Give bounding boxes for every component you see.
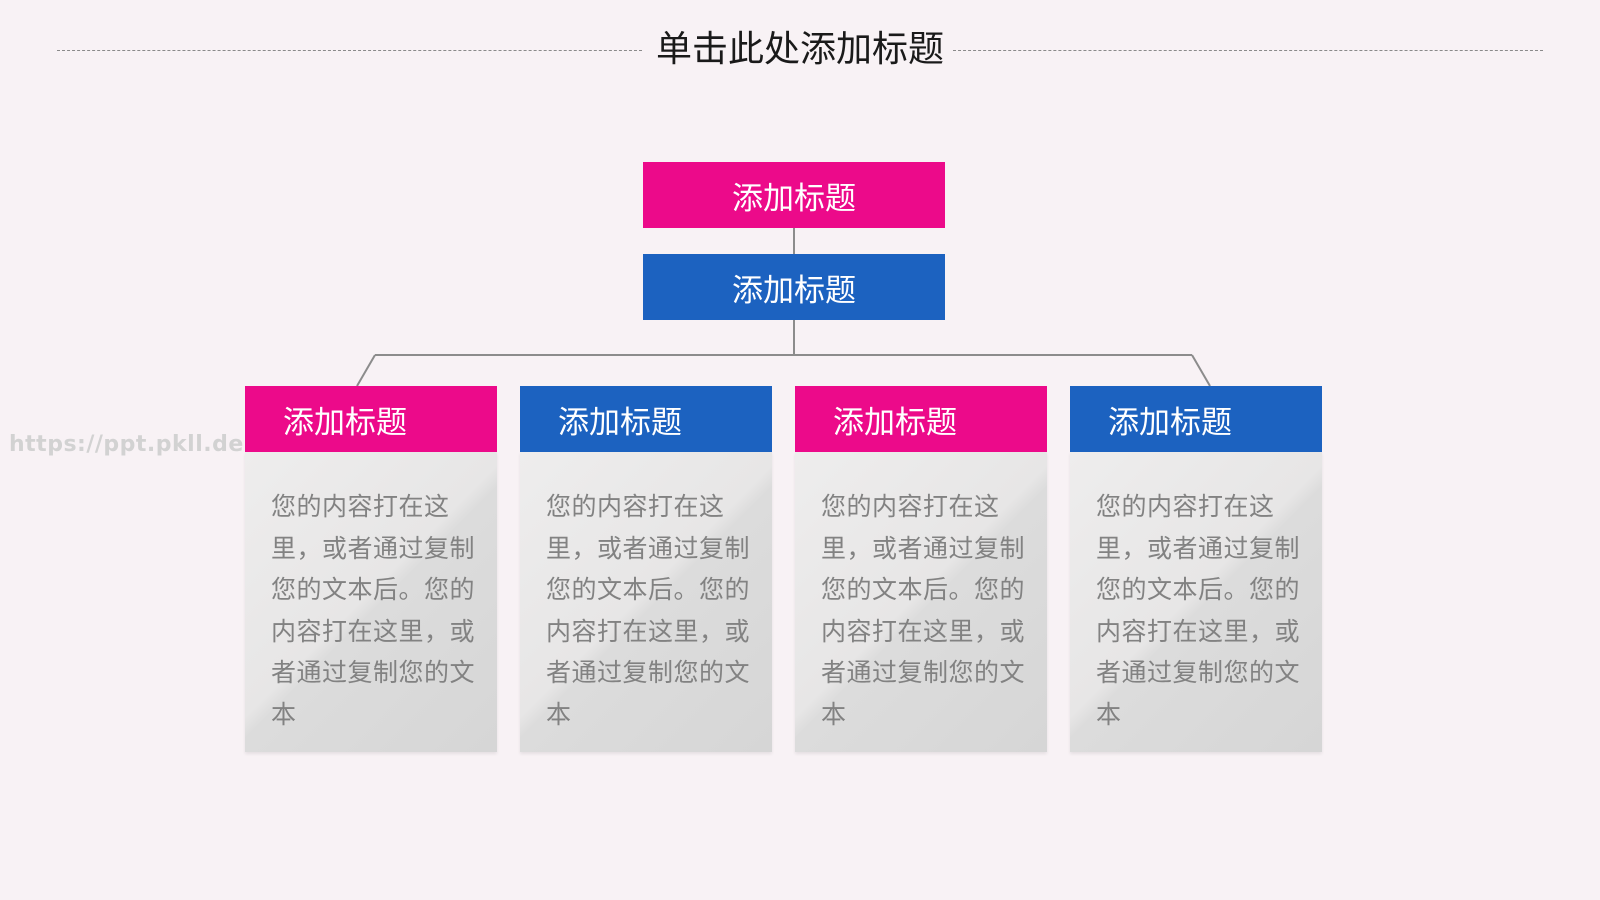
card-4-body[interactable]: 您的内容打在这里，或者通过复制您的文本后。您的内容打在这里，或者通过复制您的文本 [1070,452,1322,752]
card-4-title[interactable]: 添加标题 [1070,386,1322,452]
connector-branch-1 [356,354,376,387]
watermark: https://ppt.pkll.de [9,432,244,457]
connector-branch-4 [1191,354,1211,387]
card-4: 添加标题 您的内容打在这里，或者通过复制您的文本后。您的内容打在这里，或者通过复… [1070,386,1322,752]
card-3-title[interactable]: 添加标题 [795,386,1047,452]
card-3-body[interactable]: 您的内容打在这里，或者通过复制您的文本后。您的内容打在这里，或者通过复制您的文本 [795,452,1047,752]
mid-node[interactable]: 添加标题 [643,254,945,320]
title-divider-left [57,50,642,51]
card-2-title[interactable]: 添加标题 [520,386,772,452]
card-2: 添加标题 您的内容打在这里，或者通过复制您的文本后。您的内容打在这里，或者通过复… [520,386,772,752]
card-1-body[interactable]: 您的内容打在这里，或者通过复制您的文本后。您的内容打在这里，或者通过复制您的文本 [245,452,497,752]
top-node[interactable]: 添加标题 [643,162,945,228]
card-1-title[interactable]: 添加标题 [245,386,497,452]
card-1: 添加标题 您的内容打在这里，或者通过复制您的文本后。您的内容打在这里，或者通过复… [245,386,497,752]
card-3: 添加标题 您的内容打在这里，或者通过复制您的文本后。您的内容打在这里，或者通过复… [795,386,1047,752]
page-title: 单击此处添加标题 [655,29,944,70]
title-divider-right [953,50,1543,51]
card-2-body[interactable]: 您的内容打在这里，或者通过复制您的文本后。您的内容打在这里，或者通过复制您的文本 [520,452,772,752]
